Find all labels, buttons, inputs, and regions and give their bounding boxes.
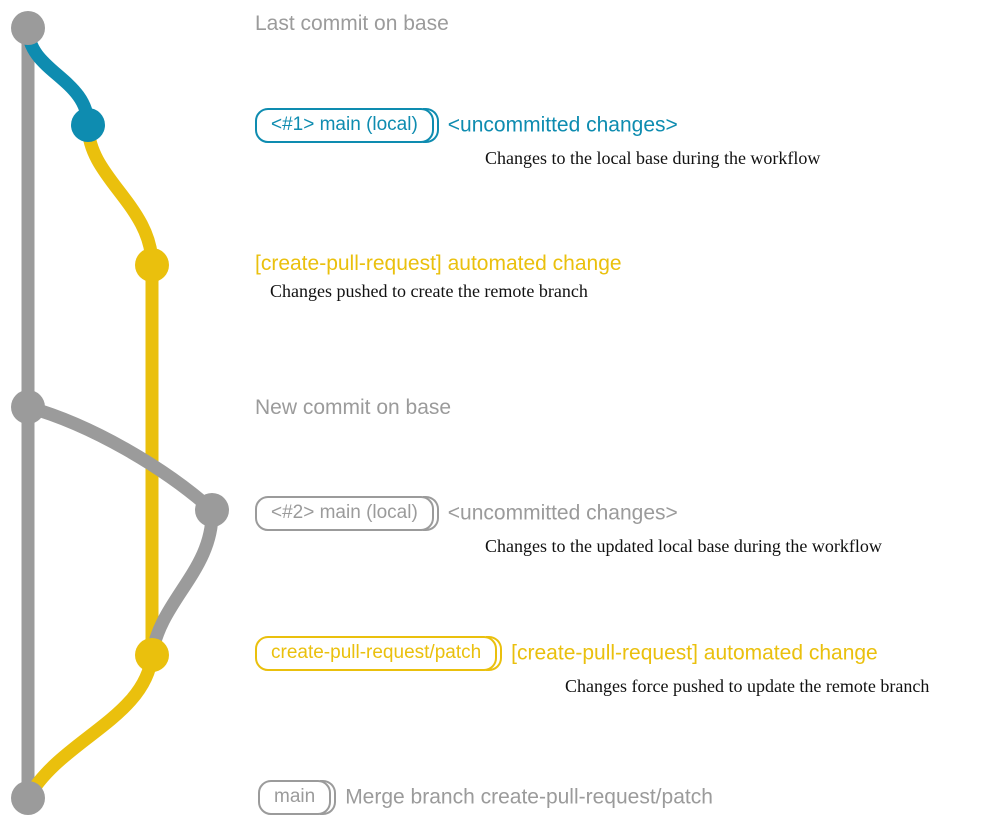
branch-badge-main-wrap[interactable]: main xyxy=(258,780,337,815)
row-new-commit-headline: New commit on base xyxy=(255,396,452,419)
edge-base-to-local2 xyxy=(21,400,219,517)
commit-node-last-commit-on-base xyxy=(11,11,45,45)
edge-local2-to-patch2 xyxy=(145,503,219,662)
commit-node-new-commit-on-base xyxy=(11,390,45,424)
branch-badge-patch-wrap[interactable]: create-pull-request/patch xyxy=(255,636,503,671)
edge-patch2-to-merge xyxy=(21,648,159,805)
branch-badge-local-2-wrap[interactable]: <#2> main (local) xyxy=(255,496,439,531)
row-local-1-description: Changes to the local base during the wor… xyxy=(485,148,821,168)
branch-badge-local-2[interactable]: <#2> main (local) xyxy=(255,496,439,531)
row-local-2-description: Changes to the updated local base during… xyxy=(485,536,882,556)
branch-badge-local-1-wrap[interactable]: <#1> main (local) xyxy=(255,108,439,143)
row-merge: main Merge branch create-pull-request/pa… xyxy=(258,780,713,815)
row-automated-change-2-headline: [create-pull-request] automated change xyxy=(511,641,878,665)
row-new-commit: New commit on base xyxy=(255,396,451,420)
commit-node-local-1 xyxy=(71,108,105,142)
commit-node-local-2 xyxy=(195,493,229,527)
row-merge-headline: Merge branch create-pull-request/patch xyxy=(345,785,713,809)
commit-node-merge xyxy=(11,781,45,815)
row-automated-change-1-headline: [create-pull-request] automated change xyxy=(255,252,622,275)
branch-badge-patch[interactable]: create-pull-request/patch xyxy=(255,636,503,671)
row-last-commit: Last commit on base xyxy=(255,12,449,36)
row-automated-change-1-description: Changes pushed to create the remote bran… xyxy=(270,281,588,301)
row-automated-change-2-description: Changes force pushed to update the remot… xyxy=(565,676,930,696)
edge-local1-to-patch1 xyxy=(81,118,159,272)
edge-base-to-local1 xyxy=(21,21,95,132)
row-local-1: <#1> main (local) <uncommitted changes> … xyxy=(255,108,820,169)
branch-badge-local-1[interactable]: <#1> main (local) xyxy=(255,108,439,143)
row-last-commit-headline: Last commit on base xyxy=(255,12,449,35)
commit-node-automated-change-1 xyxy=(135,248,169,282)
row-local-1-headline: <uncommitted changes> xyxy=(447,113,678,137)
row-automated-change-1: [create-pull-request] automated change C… xyxy=(255,252,622,302)
branch-badge-main[interactable]: main xyxy=(258,780,337,815)
commit-node-automated-change-2 xyxy=(135,638,169,672)
row-local-2-headline: <uncommitted changes> xyxy=(447,501,678,525)
row-local-2: <#2> main (local) <uncommitted changes> … xyxy=(255,496,882,557)
row-automated-change-2: create-pull-request/patch [create-pull-r… xyxy=(255,636,929,697)
